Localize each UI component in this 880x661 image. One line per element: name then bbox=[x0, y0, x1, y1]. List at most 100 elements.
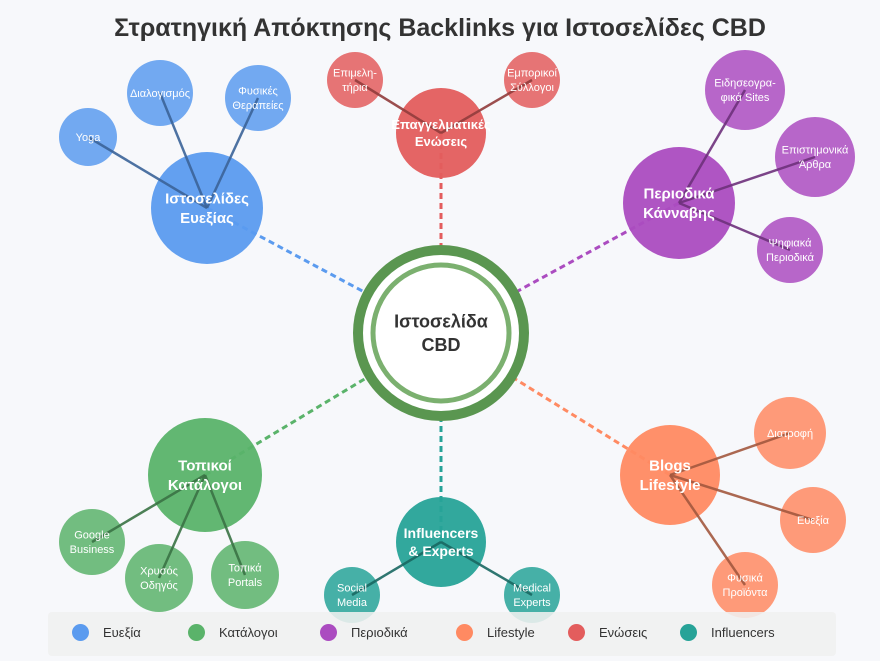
legend-swatch-icon bbox=[680, 624, 697, 641]
lifestyle-child-label-line: Φυσικά bbox=[727, 573, 763, 585]
associations-child-label-line: Σύλλογοι bbox=[510, 82, 554, 94]
legend-swatch-icon bbox=[320, 624, 337, 641]
influencers-hub-label: Influencers & Experts bbox=[404, 525, 479, 559]
directories-child-label-line: Portals bbox=[228, 577, 263, 589]
magazines-child-label-line: Επιστημονικά bbox=[782, 145, 849, 157]
directories-connector bbox=[203, 474, 247, 576]
legend-label: Ενώσεις bbox=[599, 625, 648, 640]
lifestyle-child-label: Ευεξία bbox=[797, 515, 830, 527]
legend-label: Influencers bbox=[711, 625, 775, 640]
lifestyle-hub-label-line: Blogs bbox=[649, 458, 691, 475]
associations-hub-label-line: Ενώσεις bbox=[415, 134, 468, 149]
legend-swatch-icon bbox=[456, 624, 473, 641]
legend-swatch-icon bbox=[72, 624, 89, 641]
legend-label: Κατάλογοι bbox=[219, 625, 278, 640]
directories-child-label-line: Οδηγός bbox=[140, 580, 178, 592]
wellness-child-label-line: Διαλογισμός bbox=[130, 88, 190, 100]
wellness-child-label-line: Yoga bbox=[76, 132, 102, 144]
lifestyle-child-label: Διατροφή bbox=[767, 428, 813, 440]
associations-child-label-line: Εμπορικοί bbox=[507, 68, 557, 80]
directories-child-label-line: Business bbox=[70, 544, 115, 556]
legend-item-5: Influencers bbox=[680, 624, 775, 641]
legend-label: Lifestyle bbox=[487, 625, 535, 640]
magazines-hub-label-line: Περιοδικά bbox=[644, 186, 716, 203]
influencers-child-label-line: Medical bbox=[513, 583, 551, 595]
directories-hub-label-line: Κατάλογοι bbox=[168, 477, 242, 494]
legend-swatch-icon bbox=[568, 624, 585, 641]
magazines-child-label: Ειδησεογρα-φικά Sites bbox=[714, 78, 776, 104]
lifestyle-connector bbox=[668, 474, 747, 586]
legend-item-3: Lifestyle bbox=[456, 624, 535, 641]
lifestyle-hub-label-line: Lifestyle bbox=[640, 477, 701, 494]
influencers-hub-label-line: Influencers bbox=[404, 525, 479, 541]
associations-hub-label-line: Επαγγελματικές bbox=[391, 117, 491, 132]
lifestyle-child-label-line: Προϊόντα bbox=[723, 587, 769, 599]
legend-item-4: Ενώσεις bbox=[568, 624, 647, 641]
legend-item-1: Κατάλογοι bbox=[188, 624, 278, 641]
influencers-connector bbox=[351, 540, 442, 597]
center-node[interactable] bbox=[370, 262, 512, 404]
associations-child-label-line: Επιμελη- bbox=[333, 68, 377, 80]
magazines-child-label-line: Περιοδικά bbox=[766, 252, 815, 264]
influencers-hub-label-line: & Experts bbox=[408, 543, 474, 559]
wellness-child-label-line: Θεραπείες bbox=[232, 100, 283, 112]
legend-item-2: Περιοδικά bbox=[320, 624, 408, 641]
magazines-connector bbox=[677, 89, 747, 204]
wellness-connector bbox=[205, 97, 260, 209]
legend-swatch-icon bbox=[188, 624, 205, 641]
center-label-line: CBD bbox=[422, 335, 461, 355]
lifestyle-connector bbox=[669, 431, 791, 477]
associations-connector bbox=[440, 78, 533, 135]
influencers-child-label-line: Media bbox=[337, 597, 368, 609]
magazines-child-label-line: Ψηφιακά bbox=[769, 238, 813, 250]
directories-connector bbox=[157, 474, 207, 579]
magazines-child-label-line: Ειδησεογρα- bbox=[714, 78, 776, 90]
legend-item-0: Ευεξία bbox=[72, 624, 141, 641]
directories-child-label-line: Google bbox=[74, 530, 109, 542]
wellness-hub-label-line: Ευεξίας bbox=[180, 210, 234, 227]
associations-connector bbox=[354, 78, 442, 135]
center-label-line: Ιστοσελίδα bbox=[394, 312, 488, 332]
magazines-child-label-line: φικά Sites bbox=[721, 92, 770, 104]
influencers-child-label-line: Social bbox=[337, 583, 367, 595]
legend: Ευεξία Κατάλογοι Περιοδικά Lifestyle Ενώσεις… bbox=[48, 612, 836, 656]
legend-label: Περιοδικά bbox=[351, 625, 408, 640]
lifestyle-connector bbox=[669, 473, 814, 522]
wellness-child-label: Yoga bbox=[76, 132, 102, 144]
legend-label: Ευεξία bbox=[103, 625, 141, 640]
magazines-hub-label-line: Κάνναβης bbox=[643, 205, 715, 222]
wellness-child-label-line: Φυσικές bbox=[238, 86, 278, 98]
magazines-child-label-line: Άρθρα bbox=[799, 159, 832, 171]
lifestyle-child-label-line: Διατροφή bbox=[767, 428, 813, 440]
directories-hub-label-line: Τοπικοί bbox=[178, 458, 232, 475]
lifestyle-child-label-line: Ευεξία bbox=[797, 515, 830, 527]
associations-child-label-line: τήρια bbox=[342, 82, 368, 94]
directories-connector bbox=[91, 473, 206, 544]
diagram-title: Στρατηγική Απόκτησης Backlinks για Ιστοσ… bbox=[114, 14, 766, 42]
wellness-hub-label-line: Ιστοσελίδες bbox=[165, 191, 249, 208]
directories-child-label-line: Τοπικά bbox=[228, 563, 262, 575]
influencers-connector bbox=[440, 540, 533, 597]
wellness-child-label: Διαλογισμός bbox=[130, 88, 190, 100]
influencers-child-label-line: Experts bbox=[513, 597, 551, 609]
wellness-connector bbox=[158, 92, 209, 209]
associations-child-label: Επιμελη-τήρια bbox=[333, 68, 377, 94]
wellness-connector bbox=[87, 135, 208, 210]
